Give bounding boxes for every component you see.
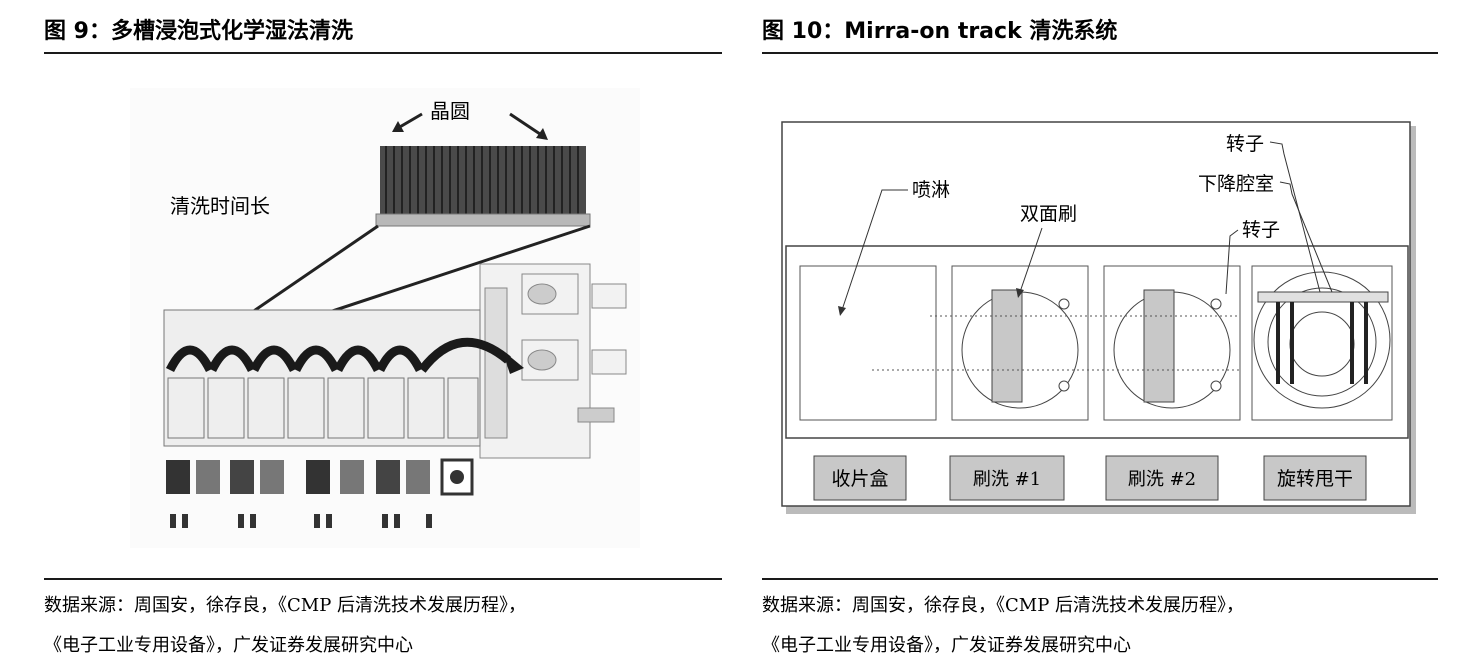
station-label-1: 收片盒 <box>831 468 888 490</box>
tank-row <box>163 309 481 447</box>
transfer-arrows <box>165 337 511 373</box>
brush-chamber-2 <box>1103 265 1241 421</box>
station-label-3: 刷洗 #2 <box>1128 469 1196 490</box>
figure-10-source-line2: 《电子工业专用设备》，广发证券发展研究中心 <box>762 635 1131 656</box>
double-brush-label: 双面刷 <box>1020 203 1077 225</box>
figure-9-source-rule <box>44 578 722 580</box>
wafer-label: 晶圆 <box>430 99 470 123</box>
station-label-4: 旋转甩干 <box>1277 468 1353 490</box>
station-label-2: 刷洗 #1 <box>973 469 1041 490</box>
brush-chamber-1 <box>951 265 1089 421</box>
figure-10-title: 图 10：Mirra-on track 清洗系统 <box>762 19 1118 44</box>
spin-dry-chamber <box>1251 265 1393 421</box>
loader-module <box>479 263 627 459</box>
rotor-mid-label: 转子 <box>1242 219 1280 241</box>
figure-9-source-line1: 数据来源：周国安，徐存良，《CMP 后清洗技术发展历程》， <box>44 595 527 616</box>
figure-10-title-rule <box>762 52 1438 54</box>
spray-label: 喷淋 <box>912 179 950 201</box>
pump-row <box>166 458 474 528</box>
descend-chamber-label: 下降腔室 <box>1198 173 1274 195</box>
spray-chamber <box>799 265 937 421</box>
figure-9-source-line2: 《电子工业专用设备》，广发证券发展研究中心 <box>44 635 413 656</box>
cleaning-time-label: 清洗时间长 <box>170 194 270 218</box>
figure-9-title: 图 9：多槽浸泡式化学湿法清洗 <box>44 19 353 44</box>
figure-9-title-rule <box>44 52 722 54</box>
rotor-top-label: 转子 <box>1226 133 1264 155</box>
wafer-stack <box>375 146 591 227</box>
figure-10-source-line1: 数据来源：周国安，徐存良，《CMP 后清洗技术发展历程》， <box>762 595 1245 616</box>
figure-10-source-rule <box>762 578 1438 580</box>
figure-10-diagram: 喷淋 双面刷 转子 下降腔室 转子 收片盒 刷洗 #1 刷洗 #2 旋转甩干 <box>781 121 1416 514</box>
station-buttons: 收片盒 刷洗 #1 刷洗 #2 旋转甩干 <box>813 455 1367 501</box>
figure-9-image: 晶圆 清洗时间长 <box>130 88 640 548</box>
